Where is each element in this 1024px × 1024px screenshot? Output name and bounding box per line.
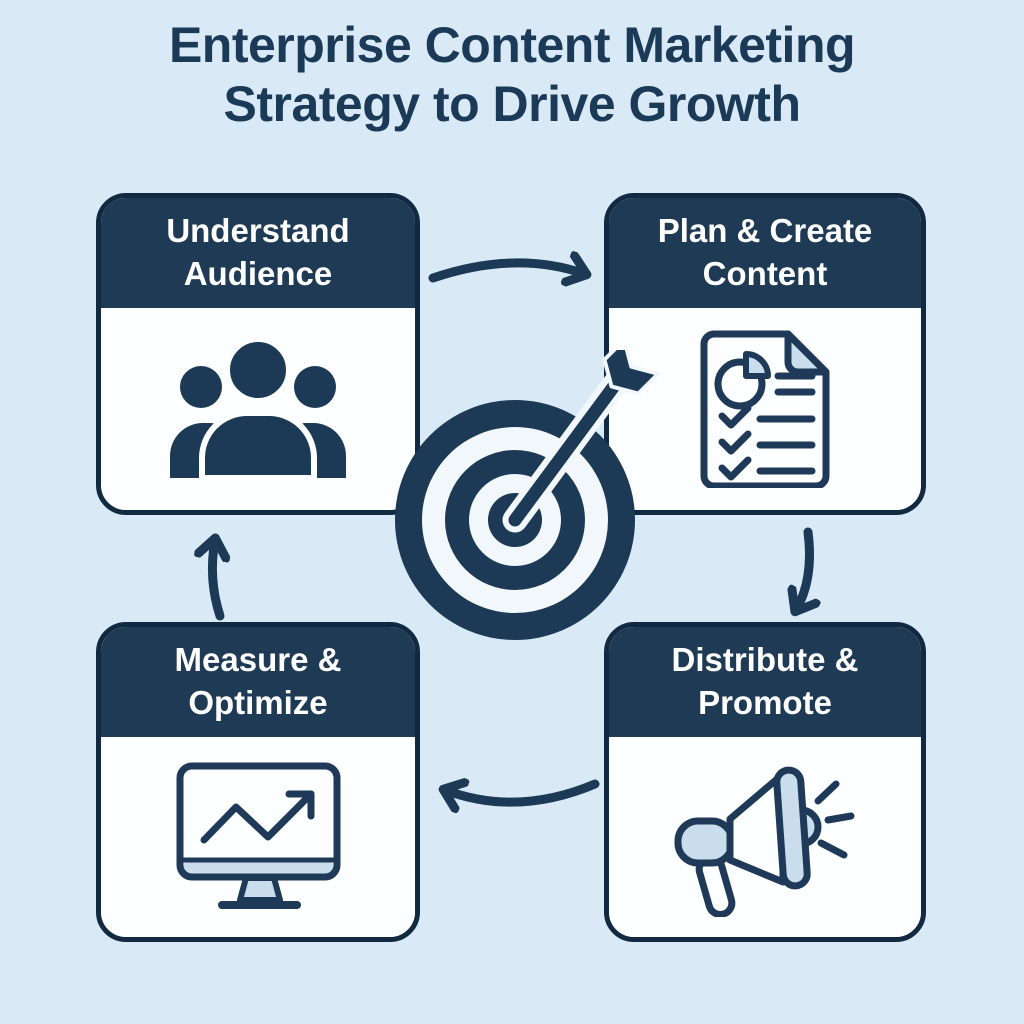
megaphone-icon xyxy=(674,766,854,917)
step-body xyxy=(609,737,921,937)
step-card-distribute-promote: Distribute & Promote xyxy=(604,622,926,942)
page-title: Enterprise Content Marketing Strategy to… xyxy=(0,16,1024,133)
step-label-line: Plan & Create xyxy=(657,212,873,250)
target-dart-icon xyxy=(395,350,661,640)
step-body xyxy=(101,737,415,937)
document-checklist-icon xyxy=(700,330,830,488)
step-header-understand-audience: Understand Audience xyxy=(101,198,415,308)
step-header-measure-optimize: Measure & Optimize xyxy=(101,627,415,737)
page-title-line-2: Strategy to Drive Growth xyxy=(223,75,802,132)
step-label-line: Understand xyxy=(166,212,350,250)
step-card-understand-audience: Understand Audience xyxy=(96,193,420,515)
sound-waves-lines xyxy=(814,780,854,859)
step-label-line: Distribute & xyxy=(671,641,859,679)
step-label-line: Content xyxy=(702,255,828,292)
step-label-line: Audience xyxy=(183,255,333,292)
step-label-line: Promote xyxy=(698,684,832,721)
step-label-line: Measure & xyxy=(174,641,342,679)
arrow-understand-to-plan xyxy=(428,238,605,303)
page-title-line-1: Enterprise Content Marketing xyxy=(168,17,856,73)
monitor-growth-chart-icon xyxy=(176,762,340,909)
step-card-measure-optimize: Measure & Optimize xyxy=(96,622,420,942)
arrow-measure-to-understand xyxy=(186,524,246,621)
arrow-plan-to-distribute xyxy=(772,527,832,624)
step-header-distribute-promote: Distribute & Promote xyxy=(609,627,921,737)
step-body xyxy=(101,308,415,510)
step-label-line: Optimize xyxy=(188,684,328,721)
arrow-distribute-to-measure xyxy=(425,762,600,827)
step-header-plan-create-content: Plan & Create Content xyxy=(609,198,921,308)
step-card-plan-create-content: Plan & Create Content xyxy=(604,193,926,515)
people-group-icon xyxy=(170,340,346,478)
step-body xyxy=(609,308,921,510)
